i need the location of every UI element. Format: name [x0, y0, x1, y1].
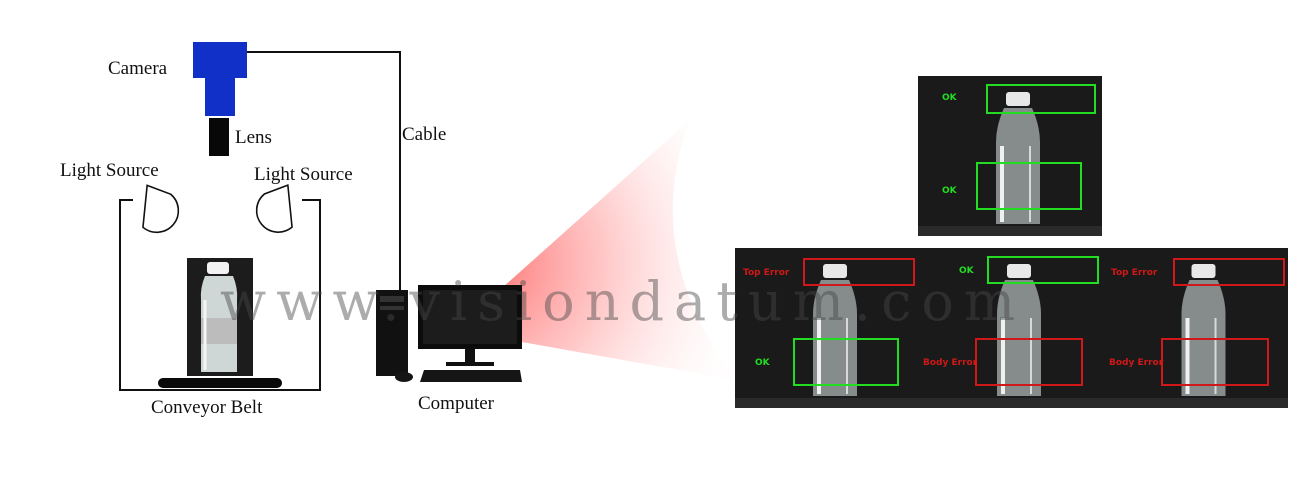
body-roi-box	[793, 338, 899, 386]
camera-body	[193, 42, 247, 78]
light-source-right-label: Light Source	[254, 164, 353, 185]
watermark: www.visiondatum.com	[220, 270, 1026, 333]
lens	[209, 118, 229, 156]
inspection-panel-top: OK OK	[918, 76, 1102, 236]
body-roi-box	[976, 162, 1082, 210]
setup-schematic	[119, 42, 522, 391]
status-label-ok: OK	[942, 186, 957, 196]
light-source-left-label: Light Source	[60, 160, 159, 181]
top-roi-box	[1173, 258, 1285, 286]
computer-icon	[376, 285, 522, 382]
status-label-ok: OK	[942, 93, 957, 103]
inspection-panel-bottom-middle: OK Body Error	[919, 248, 1103, 408]
status-label-error: Body Error	[923, 358, 978, 368]
top-roi-box	[803, 258, 915, 286]
conveyor-belt-label: Conveyor Belt	[151, 397, 263, 418]
cable-line	[246, 51, 401, 290]
status-label-error: Top Error	[743, 268, 790, 278]
lens-label: Lens	[235, 127, 272, 148]
conveyor-belt	[158, 378, 282, 388]
computer-label: Computer	[418, 393, 494, 414]
body-roi-box	[975, 338, 1083, 386]
enclosure-frame	[119, 199, 321, 391]
light-source-left	[142, 184, 180, 234]
bottle-image	[918, 92, 1102, 236]
top-roi-box	[987, 256, 1099, 284]
status-label-error: Body Error	[1109, 358, 1164, 368]
light-source-right	[255, 184, 293, 233]
body-roi-box	[1161, 338, 1269, 386]
top-roi-box	[986, 84, 1096, 114]
status-label-ok: OK	[959, 266, 974, 276]
camera-label: Camera	[108, 58, 168, 79]
status-label-error: Top Error	[1111, 268, 1158, 278]
status-label-ok: OK	[755, 358, 770, 368]
cable-label: Cable	[402, 124, 447, 145]
camera-neck	[205, 76, 235, 116]
